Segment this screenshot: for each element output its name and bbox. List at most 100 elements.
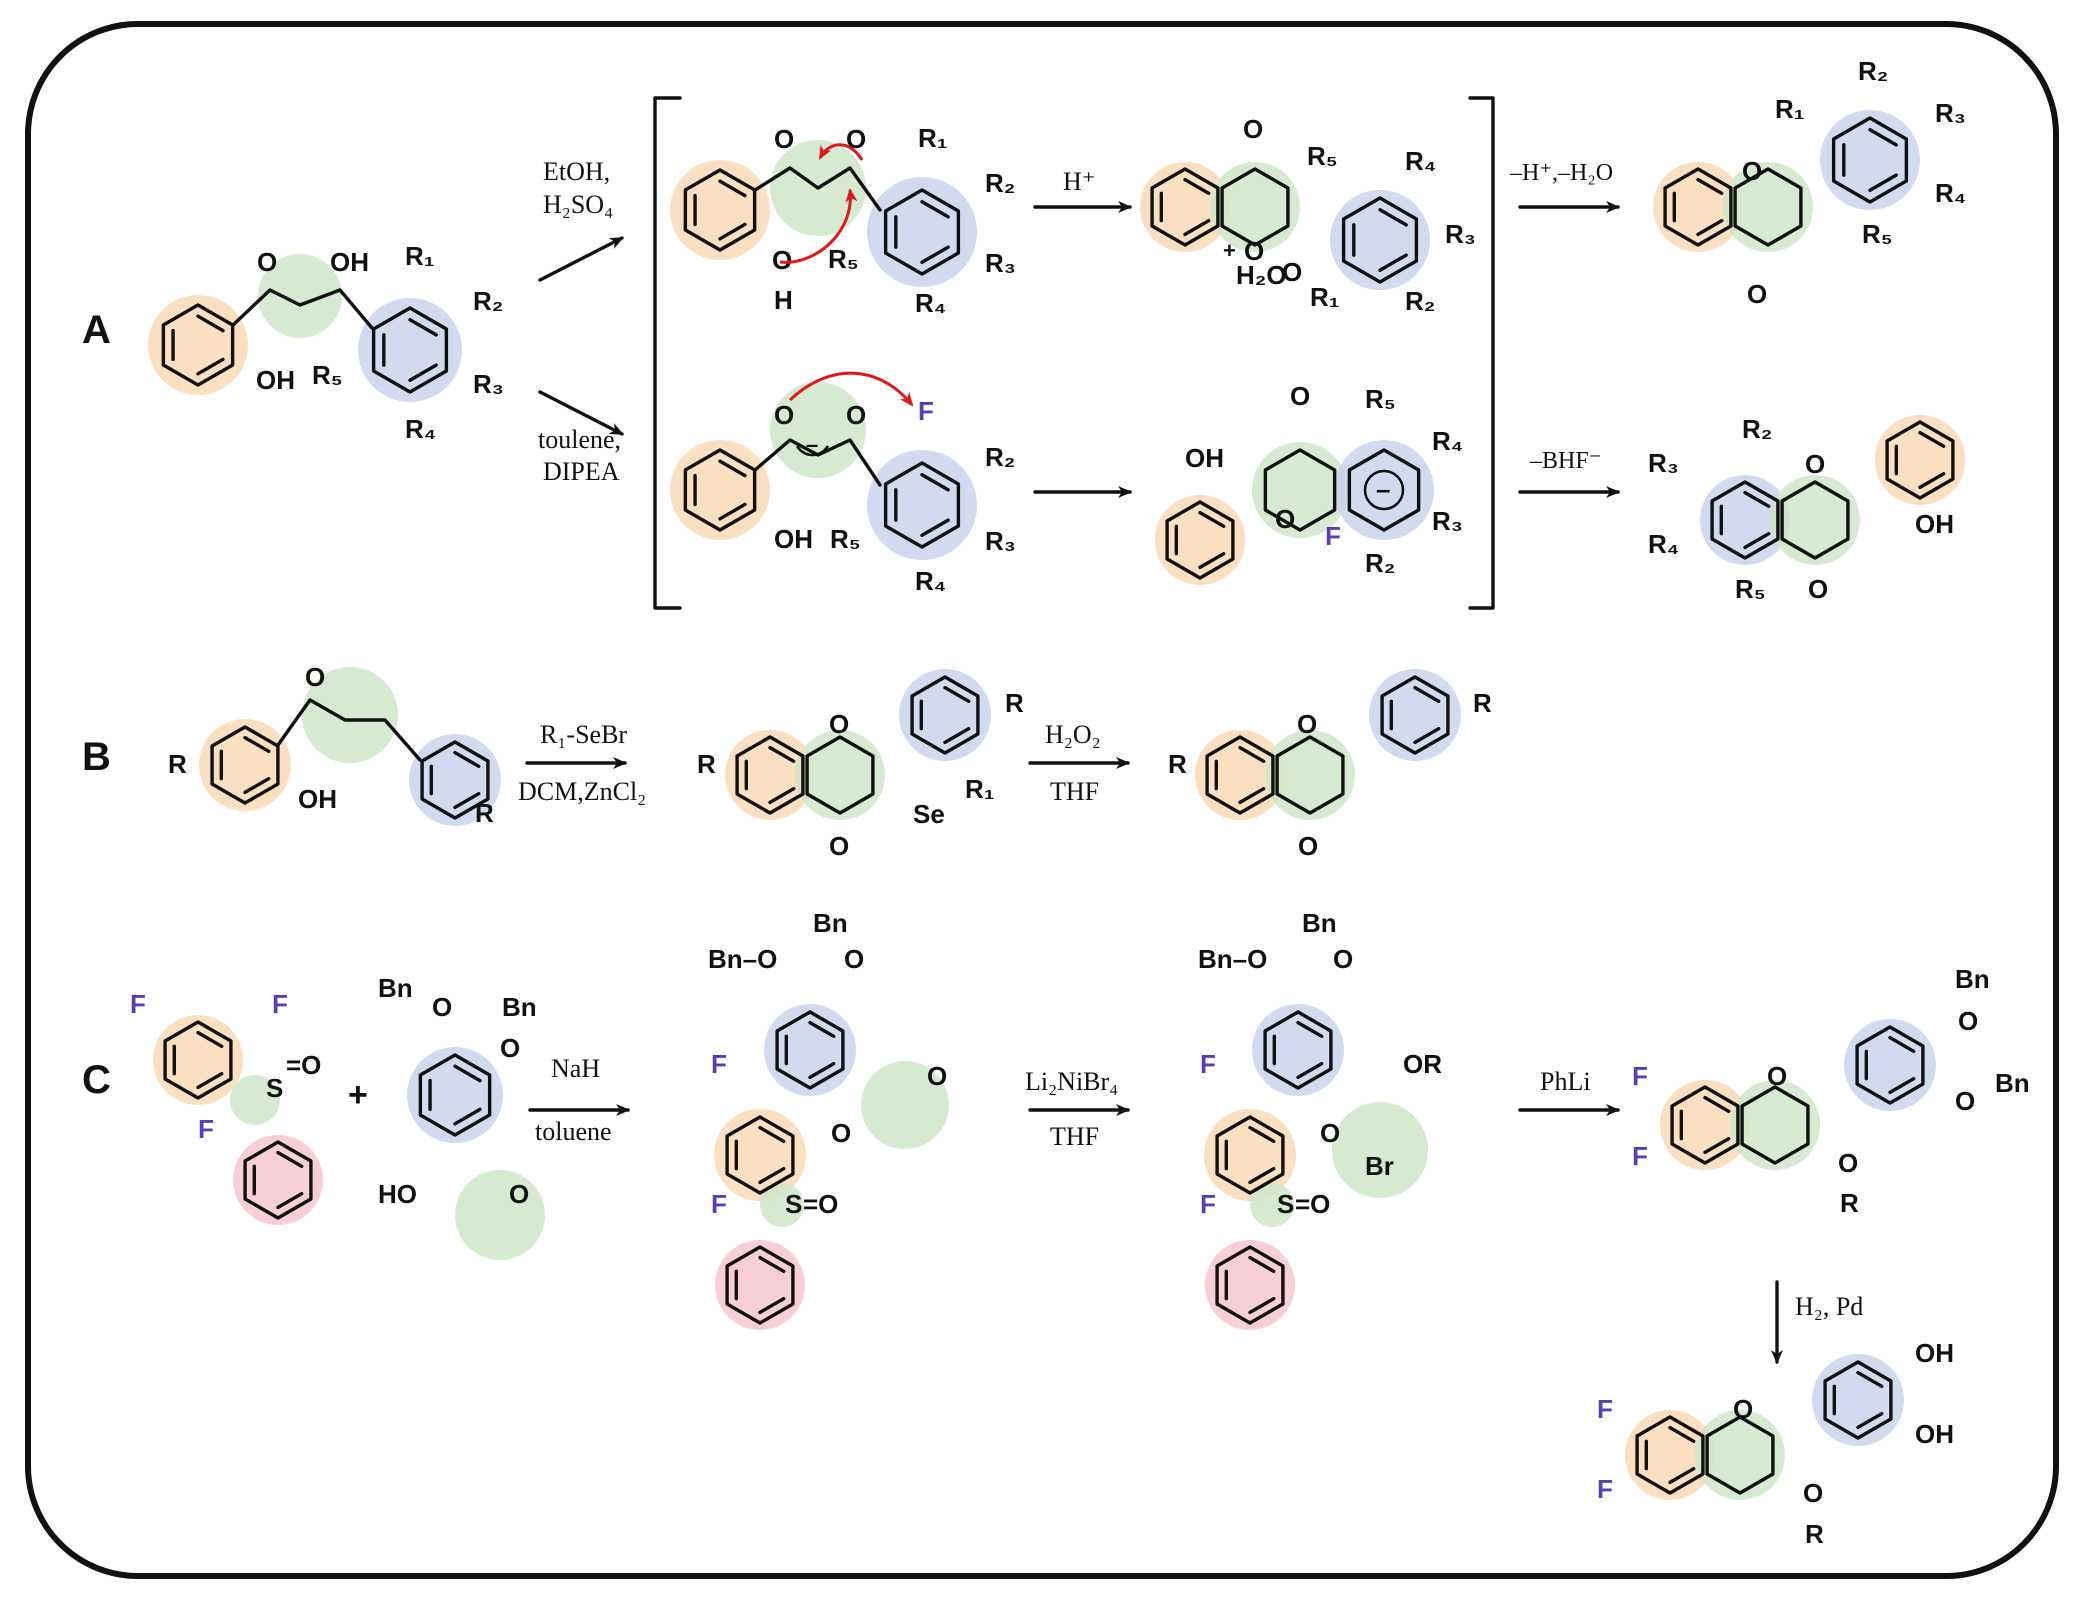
- b-prod-c-ring: [1275, 735, 1345, 815]
- a-int1-linker-bonds: [753, 166, 882, 212]
- c-prod2-ring-o: O: [1733, 1394, 1753, 1424]
- a-int1-phenol-o: O: [772, 245, 792, 275]
- a-prod1-ring-o: O: [1742, 156, 1762, 186]
- a-int2-c-ring: [1220, 167, 1290, 247]
- c-prod2-oh-top: OH: [1915, 1338, 1954, 1368]
- a-prod2-c-ring: [1780, 480, 1850, 560]
- c-int1-phenyl-highlight: [715, 1240, 805, 1330]
- c-int2-chain-highlight: [1332, 1102, 1428, 1198]
- a-int1-r3: R₃: [985, 248, 1016, 278]
- c-int2-bn-top: Bn: [1302, 908, 1337, 938]
- a-condition-h2so4: H₂SO₄: [543, 190, 613, 219]
- c-int2-f-bottom: F: [1200, 1189, 1216, 1219]
- a-int2-h2o: H₂O: [1236, 260, 1287, 290]
- section-label-b: B: [82, 735, 111, 779]
- c-prod2-r: R: [1805, 1519, 1824, 1549]
- c-int1-f-top: F: [711, 1049, 727, 1079]
- a-int2-b-ring-highlight: [1330, 190, 1430, 290]
- a-prod2-r3: R₃: [1648, 448, 1679, 478]
- c-int2-a-ring: [1215, 1115, 1285, 1195]
- a-condition-elimination-bottom: –BHF⁻: [1529, 448, 1601, 474]
- c-int1-b-ring: [775, 1010, 845, 1090]
- b-prod-ketone-o: O: [1298, 831, 1318, 861]
- c-r2-o-left: O: [432, 992, 452, 1022]
- a-int3-r4: R₄: [915, 566, 946, 596]
- a-int4-phenol-oh: OH: [1185, 443, 1224, 473]
- b-prod-c-ring-highlight: [1265, 730, 1355, 820]
- a-reactant-r1: R₁: [405, 241, 435, 271]
- a-int1-r2: R₂: [985, 168, 1015, 198]
- c-r1-s-highlight: [230, 1075, 280, 1125]
- c-condition-thf: THF: [1050, 1122, 1099, 1151]
- a-int1-r5: R₅: [828, 244, 859, 274]
- a-prod1-b-ring-highlight: [1820, 110, 1920, 210]
- b-int-r-right: R: [1005, 688, 1024, 718]
- a-int4-r2: R₂: [1365, 548, 1395, 578]
- b-int-b-ring: [910, 675, 980, 755]
- c-int2-b-ring: [1263, 1010, 1333, 1090]
- a-prod1-r4: R₄: [1935, 178, 1966, 208]
- b-condition-reagent: R₁-SeBr: [540, 720, 627, 749]
- b-int-r1: R₁: [965, 774, 995, 804]
- b-prod-a-ring-highlight: [1195, 730, 1285, 820]
- a-int2-r1: R₁: [1310, 282, 1340, 312]
- c-r2-o-right: O: [500, 1033, 520, 1063]
- a-prod1-r1: R₁: [1775, 94, 1805, 124]
- b-prod-a-ring: [1205, 735, 1275, 815]
- a-bracket-right: [1468, 96, 1495, 610]
- c-prod2-f-bottom: F: [1597, 1474, 1613, 1504]
- a-int3-b-ring-highlight: [867, 450, 977, 560]
- a-reactant-phenol-oh: OH: [256, 365, 295, 395]
- a-condition-elimination-top: –H⁺,–H₂O: [1509, 160, 1613, 186]
- a-int1-o-left: O: [774, 124, 794, 154]
- a-prod1-c-ring-highlight: [1723, 162, 1813, 252]
- a-int4-minus: –: [1376, 474, 1390, 504]
- c-prod1-a-ring-highlight: [1660, 1080, 1750, 1170]
- a-int4-r5: R₅: [1365, 384, 1396, 414]
- b-reactant-b-ring: [420, 740, 490, 820]
- c-prod1-f-bottom: F: [1632, 1141, 1648, 1171]
- a-int2-r3: R₃: [1445, 219, 1476, 249]
- section-label-a: A: [82, 308, 111, 352]
- a-prod2-ring-o: O: [1805, 449, 1825, 479]
- c-prod1-o-mid: O: [1955, 1086, 1975, 1116]
- a-int4-ring-o: O: [1275, 504, 1295, 534]
- a-int2-c-ring-highlight: [1210, 162, 1300, 252]
- b-reactant-ketone-o: O: [305, 662, 325, 692]
- a-prod2-c-ring-highlight: [1770, 475, 1860, 565]
- c-r2-bn-left: Bn: [378, 973, 413, 1003]
- a-int1-r1: R₁: [918, 123, 948, 153]
- a-int3-phenol-oh: OH: [774, 524, 813, 554]
- a-int3-linker-highlight: [770, 382, 866, 478]
- a-int4-a-ring: [1165, 500, 1235, 580]
- c-prod2-a-ring-highlight: [1625, 1410, 1715, 1500]
- a-int3-fluorine: F: [918, 396, 934, 426]
- b-int-ketone-o: O: [829, 831, 849, 861]
- a-int1-b-ring-highlight: [867, 177, 977, 287]
- c-r2-ho: HO: [378, 1179, 417, 1209]
- c-int1-epoxide-o: O: [927, 1061, 947, 1091]
- a-bracket-left: [653, 96, 682, 610]
- a-arrow-base-path: [538, 390, 624, 436]
- a-reactant-linker-highlight: [258, 254, 342, 338]
- b-int-c-ring-highlight: [795, 730, 885, 820]
- a-prod1-r5: R₅: [1862, 219, 1893, 249]
- c-int2-or: OR: [1403, 1049, 1442, 1079]
- a-int3-enolate-arc: [795, 445, 830, 457]
- c-int1-phenyl-ring: [725, 1245, 795, 1325]
- c-int1-bn-top: Bn: [813, 908, 848, 938]
- a-int3-r2: R₂: [985, 442, 1015, 472]
- c-condition-li2nibr4: Li₂NiBr₄: [1025, 1067, 1118, 1096]
- a-int4-ketone-o: O: [1290, 381, 1310, 411]
- c-prod1-bn-top: Bn: [1955, 964, 1990, 994]
- b-condition-thf: THF: [1050, 777, 1099, 806]
- a-reactant-r4: R₄: [405, 414, 436, 444]
- c-int2-s-highlight: [1250, 1183, 1294, 1227]
- a-int1-r4: R₄: [915, 288, 946, 318]
- c-int1-bno: Bn–O: [708, 944, 777, 974]
- a-reactant-r3: R₃: [473, 369, 504, 399]
- a-reactant-r5: R₅: [312, 360, 343, 390]
- a-reactant-enol-oh: OH: [330, 247, 369, 277]
- a-reactant-b-ring: [371, 306, 449, 394]
